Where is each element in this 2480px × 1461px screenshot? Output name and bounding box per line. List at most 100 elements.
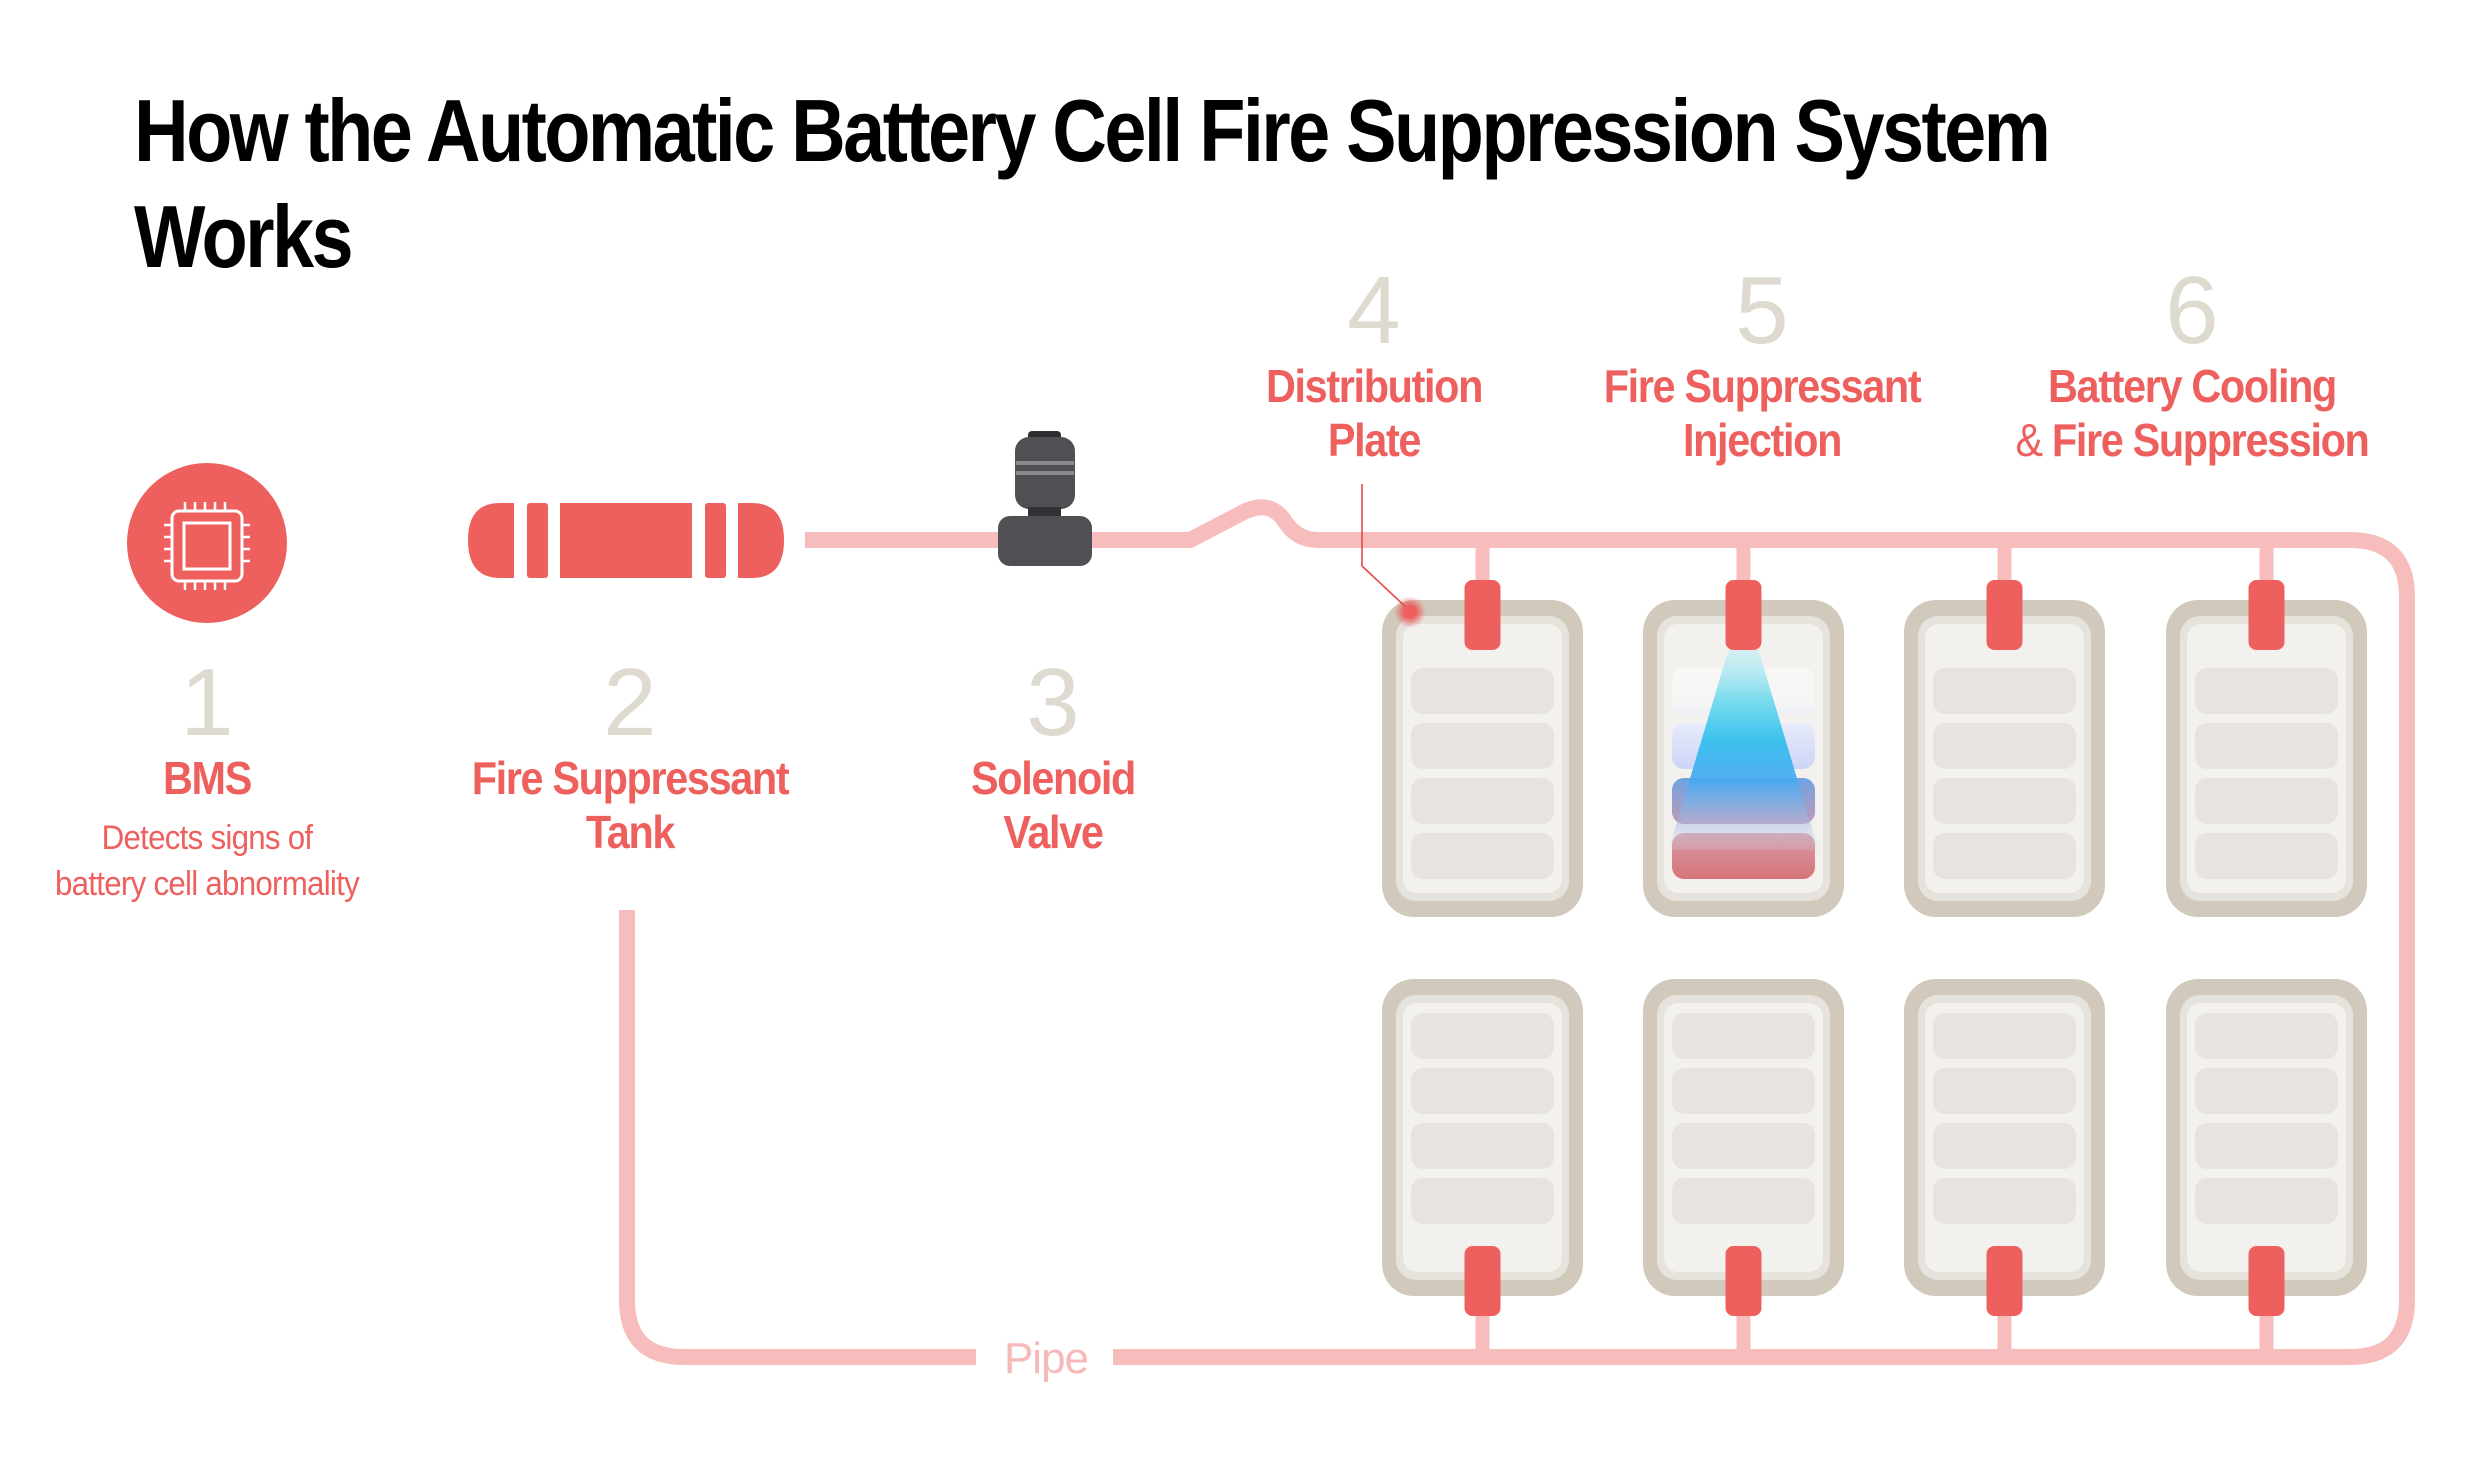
step-number: 6 [2165, 257, 2219, 364]
tank-body [560, 503, 692, 578]
step-label: BMS [163, 752, 252, 804]
branch-pipe [2259, 540, 2274, 590]
battery-cell [1933, 1068, 2076, 1114]
bms-circle [127, 463, 287, 623]
step-label-line-1: Fire Suppressant [471, 752, 790, 804]
battery-cell [1672, 1068, 1815, 1114]
battery-cell [1672, 1123, 1815, 1169]
battery-module [1382, 979, 1583, 1357]
main-supply-pipe [805, 499, 2415, 1365]
description-line-2: battery cell abnormality [55, 865, 360, 903]
title-line-2: Works [134, 187, 354, 286]
pipe-network [619, 499, 2415, 1365]
alert-dot [1403, 605, 1417, 619]
suppressant-spray [1668, 650, 1819, 850]
battery-cell [1933, 1123, 2076, 1169]
step-label-line-2: & Fire Suppression [2015, 413, 2370, 467]
valve-stripe-1 [1016, 461, 1074, 465]
battery-cell [1933, 1178, 2076, 1224]
branch-pipe [1997, 540, 2012, 590]
battery-cell [1933, 833, 2076, 879]
battery-cell [1672, 1013, 1815, 1059]
step-number: 4 [1347, 257, 1401, 364]
battery-module [2166, 979, 2367, 1357]
branch-pipe [1475, 540, 1490, 590]
tank-cap-right [738, 503, 784, 578]
battery-cell [1933, 723, 2076, 769]
branch-pipe [1736, 540, 1751, 590]
battery-cell [2195, 778, 2338, 824]
battery-cell [2195, 723, 2338, 769]
step-label-line-2: Plate [1327, 414, 1422, 466]
battery-cell [1411, 668, 1554, 714]
step-label-line-2: Tank [585, 806, 676, 858]
battery-cell [2195, 833, 2338, 879]
step-label-line-1: Distribution [1265, 360, 1483, 412]
injection-nozzle [1986, 580, 2023, 650]
leader-line [1361, 484, 1411, 612]
chip-icon [164, 502, 250, 590]
battery-cell [1411, 723, 1554, 769]
step-label-line-2-text: Fire Suppression [2051, 414, 2370, 466]
tank-band-right [705, 503, 726, 578]
battery-cell [2195, 1178, 2338, 1224]
valve-neck [1028, 507, 1061, 518]
battery-cell [2195, 1123, 2338, 1169]
injection-nozzle [1725, 1246, 1762, 1316]
pipe-label: Pipe [989, 1334, 1103, 1384]
battery-module [2166, 540, 2367, 917]
battery-cell [1933, 1013, 2076, 1059]
step-number: 2 [603, 649, 657, 756]
description-line-1: Detects signs of [101, 819, 314, 857]
battery-cell [1672, 1178, 1815, 1224]
injection-nozzle [1464, 1246, 1501, 1316]
injection-nozzle [1725, 580, 1762, 650]
battery-cell [1933, 668, 2076, 714]
battery-module [1904, 540, 2105, 917]
tank-icon [468, 503, 784, 578]
step-label-line-1: Fire Suppressant [1603, 360, 1922, 412]
injection-nozzle [1986, 1246, 2023, 1316]
step-3: 3 Solenoid Valve [962, 655, 1144, 859]
injection-nozzle [2248, 1246, 2285, 1316]
step-label-line-2: Valve [1003, 806, 1104, 858]
injection-nozzle [1464, 580, 1501, 650]
valve-base [998, 516, 1092, 566]
distribution-plate-pointer [1361, 484, 1426, 628]
battery-grid [1382, 540, 2367, 1357]
step-number: 1 [180, 649, 234, 756]
step-5: 5 Fire Suppressant Injection [1586, 263, 1938, 467]
valve-icon [998, 431, 1092, 566]
battery-cell [1411, 833, 1554, 879]
return-pipe [619, 910, 976, 1365]
battery-cell [1411, 1013, 1554, 1059]
battery-cell [1411, 1068, 1554, 1114]
title-line-1: How the Automatic Battery Cell Fire Supp… [134, 81, 2051, 180]
injection-nozzle [2248, 580, 2285, 650]
bms-icon [127, 463, 287, 623]
battery-cell [2195, 668, 2338, 714]
step-2: 2 Fire Suppressant Tank [454, 655, 806, 859]
battery-cell [2195, 1013, 2338, 1059]
step-label-line-2: Injection [1682, 414, 1842, 466]
battery-cell [1411, 1178, 1554, 1224]
step-description: Detects signs of battery cell abnormalit… [55, 815, 360, 907]
step-number: 5 [1735, 257, 1789, 364]
ampersand: & [2015, 414, 2044, 466]
valve-stripe-2 [1016, 471, 1074, 475]
step-label-line-1: Solenoid [970, 752, 1136, 804]
battery-module [1643, 979, 1844, 1357]
battery-module [1643, 540, 1844, 917]
step-label-line-1: Battery Cooling [2048, 360, 2337, 412]
battery-cell [1933, 778, 2076, 824]
step-number: 3 [1026, 649, 1080, 756]
battery-cell [1411, 778, 1554, 824]
step-6: 6 Battery Cooling & Fire Suppression [1996, 263, 2388, 467]
tank-cap-left [468, 503, 514, 578]
step-4: 4 Distribution Plate [1254, 263, 1494, 467]
battery-cell [1411, 1123, 1554, 1169]
tank-band-left [527, 503, 548, 578]
step-1: 1 BMS Detects signs of battery cell abno… [42, 655, 372, 907]
